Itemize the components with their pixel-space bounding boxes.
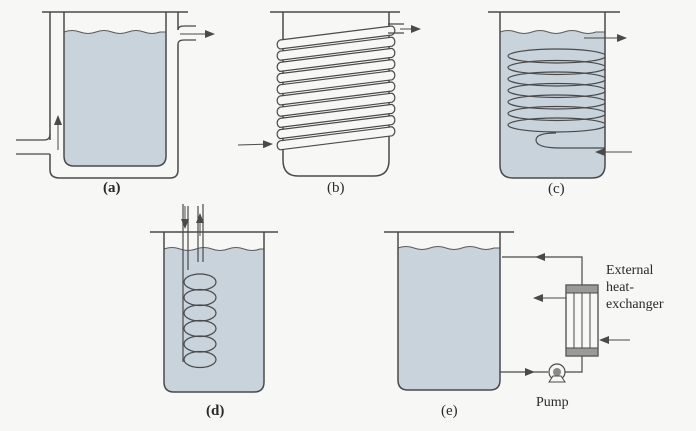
external-heat-exchanger-line-3: exchanger [606,297,664,312]
coil-loop [507,117,605,133]
vertical-coil [182,204,217,369]
pump-icon [548,363,566,383]
coil-loop [507,71,605,87]
label-d: (d) [206,403,225,419]
external-coil [276,25,396,151]
flow-arrow-icon [237,140,273,149]
internal-helical-coil [507,48,605,149]
coil-loop [507,59,605,76]
coil-turn [276,36,396,61]
external-heat-exchanger-line-1: External [606,263,654,278]
vessel-b [237,11,421,177]
coil-loop [183,350,217,369]
label-c: (c) [548,181,565,197]
coil-loop [507,94,605,110]
external-heat-exchanger-label: External heat- exchanger [606,262,664,313]
coil-turn [276,114,396,140]
inner-wall-a [63,12,167,167]
coil-turn [276,126,396,151]
label-b: (b) [327,180,345,196]
coil-turn [276,81,396,106]
wall-e [397,232,501,391]
liquid-surface-a [63,30,166,34]
label-a: (a) [103,180,121,196]
coil-loop [507,105,605,122]
coil-turn [276,25,396,50]
coil-turn [276,92,396,117]
wall-b [282,12,390,177]
coil-turn [276,58,396,84]
coil-loop [507,82,605,99]
vessel-e [384,231,630,391]
vessel-c [488,11,632,179]
coil-turn [276,47,396,73]
vessel-d [150,204,278,393]
external-heat-exchanger-line-2: heat- [606,280,634,295]
wall-d [163,232,265,393]
liquid-d [164,247,264,392]
jacket-a [49,12,179,179]
coil-loop [507,48,605,64]
heat-exchanger-icon [565,284,599,357]
liquid-a [64,30,166,166]
vessel-a [16,11,215,179]
coil-turn [276,70,396,95]
wall-c [499,12,606,179]
coil-turn [276,103,396,129]
label-e: (e) [441,403,458,419]
pump-label: Pump [536,395,569,410]
liquid-e [398,246,500,390]
liquid-c [500,30,605,178]
